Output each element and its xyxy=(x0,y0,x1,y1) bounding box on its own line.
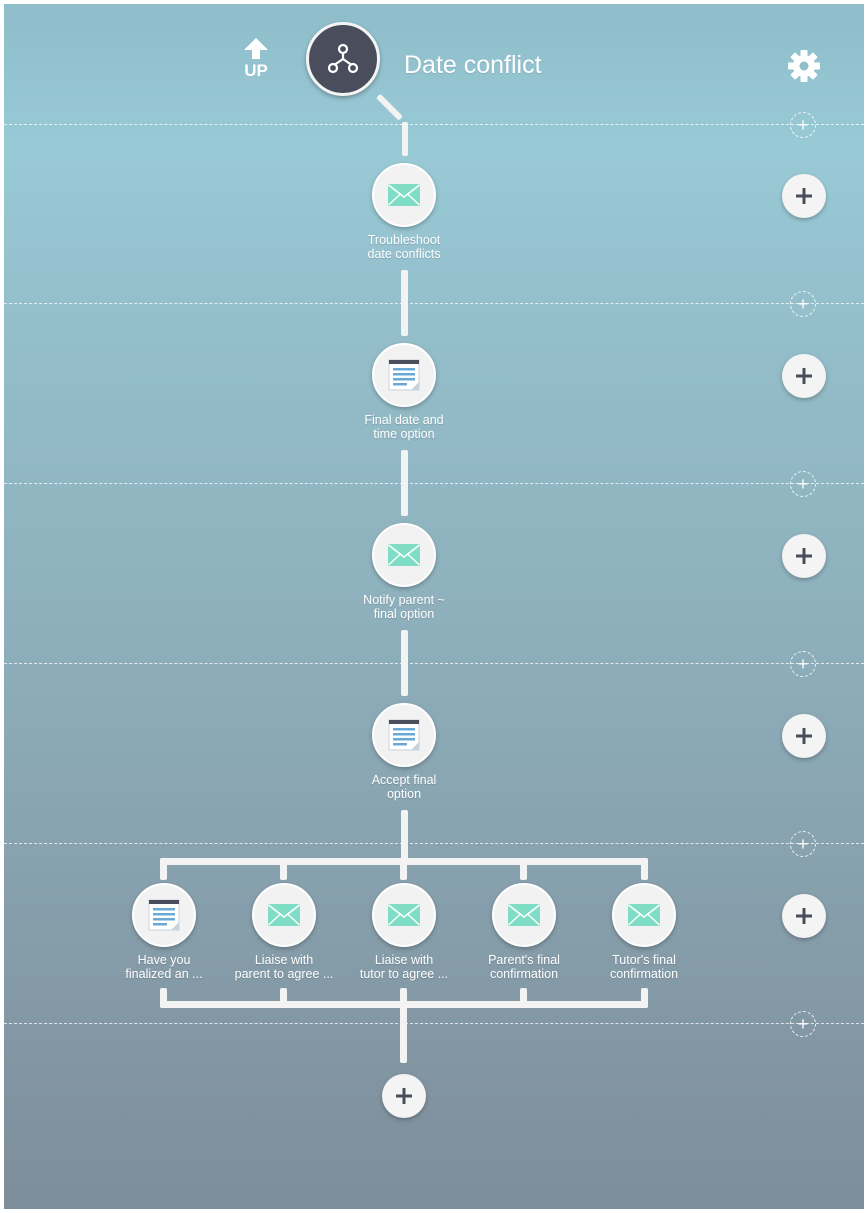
branch-drop xyxy=(400,858,407,880)
branch-rise xyxy=(520,988,527,1008)
insert-stage-button[interactable]: + xyxy=(790,651,816,677)
insert-stage-button[interactable]: + xyxy=(790,1011,816,1037)
connector xyxy=(401,450,408,516)
step-label: Accept final option xyxy=(371,773,437,801)
connector xyxy=(401,630,408,696)
parallel-step-node[interactable] xyxy=(132,883,196,947)
add-step-button[interactable] xyxy=(782,894,826,938)
step-label: Final date and time option xyxy=(364,413,444,441)
envelope-icon xyxy=(388,184,420,206)
stage-separator xyxy=(4,1023,864,1024)
stage-separator xyxy=(4,483,864,484)
envelope-icon xyxy=(508,904,540,926)
add-step-button[interactable] xyxy=(782,354,826,398)
gear-icon xyxy=(788,50,820,82)
plus-icon: + xyxy=(797,294,809,314)
step-node[interactable] xyxy=(372,523,436,587)
parallel-step-label: Tutor's final confirmation xyxy=(609,953,679,981)
stage-separator xyxy=(4,124,864,125)
form-icon xyxy=(388,359,420,391)
up-label: UP xyxy=(244,61,268,80)
plus-icon: + xyxy=(797,1014,809,1034)
stage-separator xyxy=(4,663,864,664)
plus-icon xyxy=(796,548,812,564)
step-node[interactable] xyxy=(372,343,436,407)
hierarchy-icon xyxy=(327,43,359,74)
insert-stage-button[interactable]: + xyxy=(790,831,816,857)
parallel-step-node[interactable] xyxy=(612,883,676,947)
envelope-icon xyxy=(268,904,300,926)
plus-icon: + xyxy=(797,654,809,674)
plus-icon xyxy=(796,188,812,204)
connector xyxy=(401,810,408,862)
up-button[interactable]: UP xyxy=(238,37,274,80)
envelope-icon xyxy=(388,544,420,566)
step-label: Notify parent ~ final option xyxy=(363,593,445,621)
add-step-button[interactable] xyxy=(782,714,826,758)
workflow-title: Date conflict xyxy=(404,51,542,79)
plus-icon: + xyxy=(797,115,809,135)
add-step-button[interactable] xyxy=(782,174,826,218)
stage-separator xyxy=(4,843,864,844)
envelope-icon xyxy=(388,904,420,926)
workflow-canvas: UP Date conflict xyxy=(4,4,864,1209)
insert-stage-button[interactable]: + xyxy=(790,112,816,138)
connector xyxy=(400,1001,407,1063)
stage-separator xyxy=(4,303,864,304)
plus-icon xyxy=(796,368,812,384)
plus-icon xyxy=(796,908,812,924)
arrow-up-icon xyxy=(244,38,268,59)
parallel-step-label: Liaise with tutor to agree ... xyxy=(359,953,449,981)
connector xyxy=(401,270,408,336)
form-icon xyxy=(388,719,420,751)
step-node[interactable] xyxy=(372,163,436,227)
workflow-root-node[interactable] xyxy=(306,22,380,96)
branch-rise xyxy=(400,988,407,1008)
parallel-step-node[interactable] xyxy=(492,883,556,947)
step-node[interactable] xyxy=(372,703,436,767)
settings-button[interactable] xyxy=(786,48,822,89)
parallel-step-label: Liaise with parent to agree ... xyxy=(234,953,334,981)
root-connector xyxy=(376,93,403,121)
plus-icon: + xyxy=(797,474,809,494)
insert-stage-button[interactable]: + xyxy=(790,291,816,317)
plus-icon xyxy=(396,1088,412,1104)
add-next-step-button[interactable] xyxy=(382,1074,426,1118)
envelope-icon xyxy=(628,904,660,926)
branch-drop xyxy=(160,858,167,880)
branch-rise xyxy=(160,988,167,1008)
branch-drop xyxy=(520,858,527,880)
parallel-step-node[interactable] xyxy=(252,883,316,947)
parallel-step-node[interactable] xyxy=(372,883,436,947)
parallel-step-label: Parent's final confirmation xyxy=(488,953,560,981)
plus-icon xyxy=(796,728,812,744)
branch-drop xyxy=(641,858,648,880)
parallel-step-label: Have you finalized an ... xyxy=(125,953,203,981)
form-icon xyxy=(148,899,180,931)
insert-stage-button[interactable]: + xyxy=(790,471,816,497)
branch-rise xyxy=(641,988,648,1008)
plus-icon: + xyxy=(797,834,809,854)
branch-drop xyxy=(280,858,287,880)
step-label: Troubleshoot date conflicts xyxy=(367,233,441,261)
root-connector-vertical xyxy=(402,122,408,156)
add-step-button[interactable] xyxy=(782,534,826,578)
branch-rise xyxy=(280,988,287,1008)
